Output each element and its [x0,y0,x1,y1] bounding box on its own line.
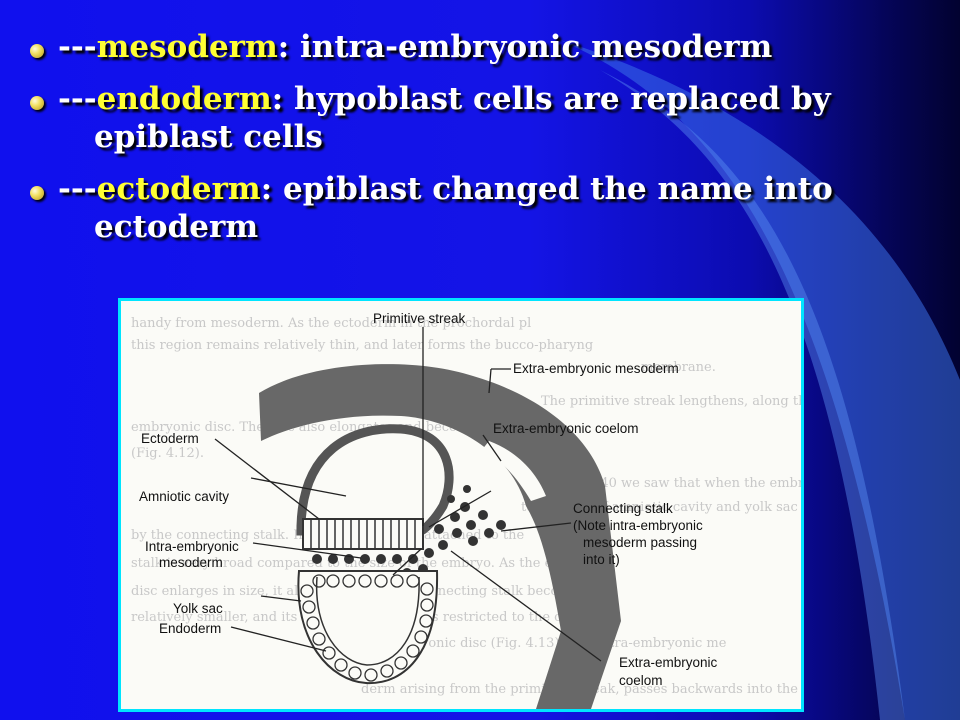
label-yolk-sac: Yolk sac [173,601,223,616]
label-extra-embryonic-coelom-bottom: coelom [619,673,663,688]
label-connecting-stalk-note: (Note intra-embryonic [573,518,703,533]
label-connecting-stalk-note: mesoderm passing [583,535,697,550]
bullet-icon [30,44,44,58]
label-extra-embryonic-mesoderm: Extra-embryonic mesoderm [513,361,679,376]
label-amniotic-cavity: Amniotic cavity [139,489,229,504]
label-extra-embryonic-coelom-bottom: Extra-embryonic [619,655,718,670]
extra-embryonic-mesoderm-shape [259,364,621,709]
label-intra-embryonic-mesoderm: mesoderm [159,555,223,570]
bg-text-line: handy from mesoderm. As the ectoderm in … [131,316,531,331]
label-connecting-stalk-note: into it) [583,552,620,567]
bullet-icon [30,186,44,200]
bg-text-line: embryonic disc. The disc also elongates … [131,420,538,435]
bullet-endoderm: ---endoderm: hypoblast cells are replace… [28,80,913,156]
term-ectoderm: ectoderm [96,171,261,207]
embryo-figure: handy from mesoderm. As the ectoderm in … [118,298,804,712]
bg-text-line: the embryonic disc (Fig. 4.13). The intr… [361,636,727,651]
bg-text-line: stalk is very broad compared to the size… [131,556,595,571]
label-ectoderm: Ectoderm [141,431,199,446]
bullet-icon [30,96,44,110]
label-connecting-stalk: Connecting stalk [573,501,673,516]
bg-text-line: The primitive streak lengthens, along th… [541,394,801,409]
bg-text-line: (Fig. 4.12). [131,446,204,461]
label-intra-embryonic-mesoderm: Intra-embryonic [145,539,239,554]
bullet-ectoderm: ---ectoderm: epiblast changed the name i… [28,170,913,246]
yolk-sac-shape [297,570,439,685]
label-primitive-streak: Primitive streak [373,311,466,326]
label-endoderm: Endoderm [159,621,221,636]
term-endoderm: endoderm [96,81,272,117]
term-mesoderm: mesoderm [96,29,278,65]
label-extra-embryonic-coelom-top: Extra-embryonic coelom [493,421,639,436]
bg-text-line: this region remains relatively thin, and… [131,338,593,353]
bg-text-line: membrane. [641,360,716,375]
bullet-list: ---mesoderm: intra-embryonic mesoderm --… [28,28,913,260]
ectoderm-layer [302,518,424,550]
leader-lines [214,327,602,662]
bg-text-line: On page 40 we saw that when the embryoni… [541,476,801,491]
bullet-mesoderm: ---mesoderm: intra-embryonic mesoderm [28,28,913,66]
amniotic-cavity-shape [296,424,454,536]
embryo-diagram: handy from mesoderm. As the ectoderm in … [121,301,801,709]
